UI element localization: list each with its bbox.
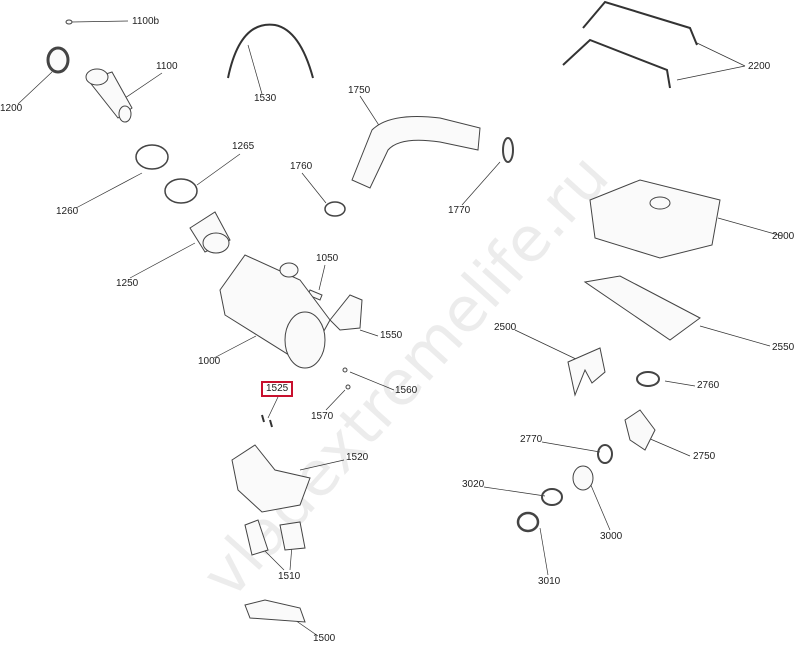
part-2200-strap-upper (582, 0, 698, 46)
callout-1000: 1000 (198, 356, 221, 367)
callout-1500: 1500 (313, 633, 336, 644)
callout-2200: 2200 (748, 61, 771, 72)
part-1520-heatshield (231, 444, 311, 513)
part-1265-clamp (164, 178, 198, 204)
part-3020-ring (541, 488, 563, 506)
part-1000-muffler (219, 254, 331, 369)
part-1500-bracket (244, 599, 306, 623)
callout-2770: 2770 (520, 434, 543, 445)
callout-3020: 3020 (462, 479, 485, 490)
callout-1750: 1750 (348, 85, 371, 96)
part-1560-nut (342, 367, 348, 373)
callout-1530: 1530 (254, 93, 277, 104)
callout-1200: 1200 (0, 103, 23, 114)
callout-1100b: 1100b (132, 16, 160, 27)
leader-lines (17, 20, 783, 637)
part-1750-hose (351, 116, 481, 189)
part-1770-clamp (502, 137, 514, 163)
callout-1510: 1510 (278, 571, 301, 582)
callout-2750: 2750 (693, 451, 716, 462)
callout-2000: 2000 (772, 231, 795, 242)
callout-1550: 1550 (380, 330, 403, 341)
callout-2760: 2760 (697, 380, 720, 391)
part-2200-strap-lower (562, 38, 671, 89)
part-2500-bracket (567, 347, 606, 397)
part-3000-coupler (572, 465, 594, 491)
part-2000-airbox (589, 179, 721, 259)
part-2550-filter (583, 275, 701, 341)
callout-1560: 1560 (395, 385, 418, 396)
callout-1525-highlighted[interactable]: 1525 (261, 381, 294, 397)
part-3010-ring (516, 511, 540, 533)
callout-1265: 1265 (232, 141, 255, 152)
part-1100b-screw (65, 19, 73, 25)
callout-2550: 2550 (772, 342, 795, 353)
part-2750-elbow (624, 409, 656, 451)
callout-1100: 1100 (156, 61, 178, 72)
part-1525-screws (261, 414, 273, 428)
part-1550-bracket (329, 294, 363, 331)
part-1510-bracket-right (279, 521, 306, 551)
part-1510-bracket-left (244, 519, 269, 556)
part-1760-clamp (324, 201, 346, 217)
part-2760-clamp (636, 371, 660, 387)
part-1250-sleeve (189, 211, 231, 254)
part-1260-clamp (135, 144, 169, 170)
callout-3000: 3000 (600, 531, 623, 542)
part-1570-washer (345, 384, 351, 390)
part-1100-pipe (85, 68, 133, 123)
callout-3010: 3010 (538, 576, 561, 587)
part-1200-clamp (46, 46, 70, 74)
callout-1520: 1520 (346, 452, 369, 463)
callout-1260: 1260 (56, 206, 79, 217)
callout-1770: 1770 (448, 205, 471, 216)
parts (46, 0, 721, 623)
part-2770-clamp (597, 444, 613, 464)
callout-1250: 1250 (116, 278, 139, 289)
callout-1570: 1570 (311, 411, 334, 422)
part-1530-strap (227, 23, 314, 79)
callout-1050: 1050 (316, 253, 339, 264)
callout-1760: 1760 (290, 161, 313, 172)
callout-2500: 2500 (494, 322, 517, 333)
